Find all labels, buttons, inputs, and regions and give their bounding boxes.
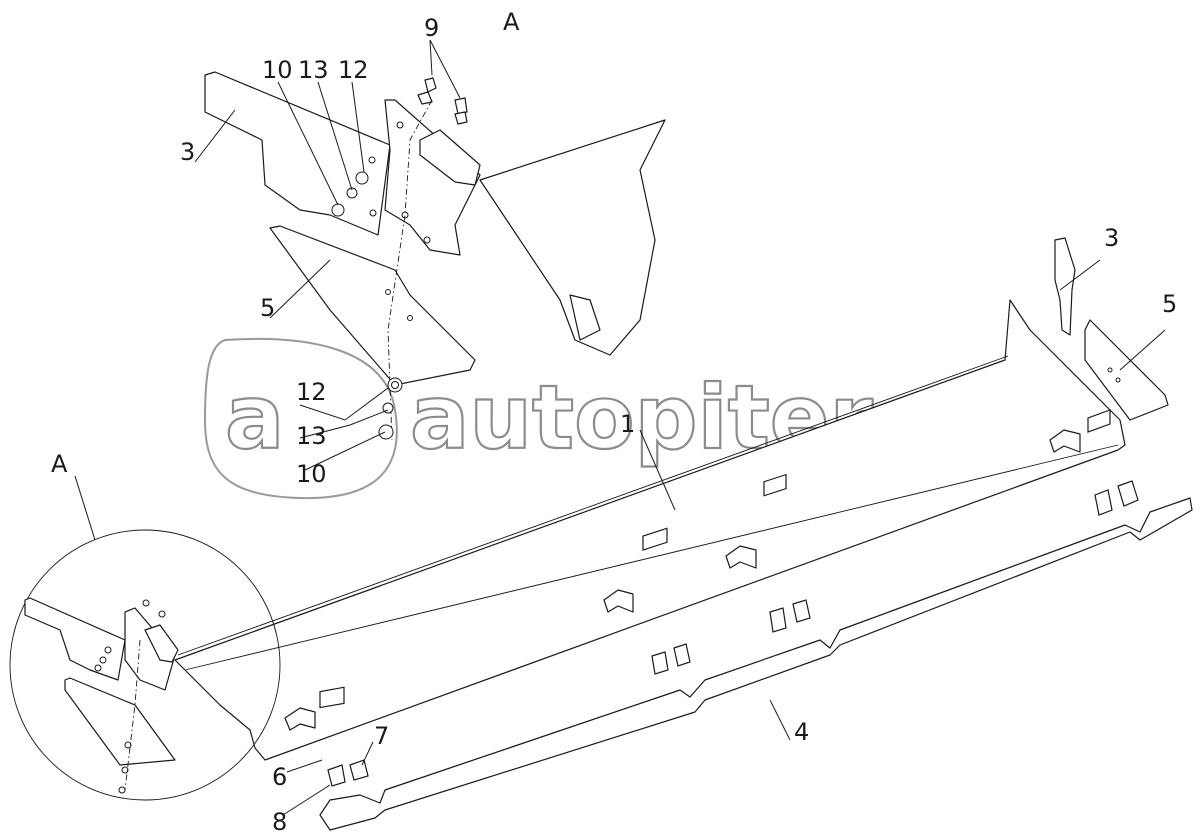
callout-3-top: 3 (180, 138, 195, 166)
part-4-lower-strip (319, 497, 1193, 831)
detail-a-circle (9, 529, 281, 801)
callout-4: 4 (794, 718, 809, 746)
part-1-long-panel (174, 299, 1126, 761)
callout-1: 1 (620, 410, 635, 438)
watermark-logo-letter: a (225, 366, 284, 469)
callout-13-top: 13 (298, 56, 329, 84)
callout-8: 8 (272, 808, 287, 836)
callout-12-top: 12 (338, 56, 369, 84)
view-a-label: A (503, 8, 520, 36)
parts-6-7-8-blocks (319, 409, 1139, 787)
callout-3-right: 3 (1104, 224, 1119, 252)
callout-10-top: 10 (262, 56, 293, 84)
detail-a-label: A (51, 450, 68, 478)
callout-9: 9 (424, 14, 439, 42)
callout-7: 7 (374, 722, 389, 750)
callout-12-mid: 12 (296, 378, 327, 406)
view-a-exploded (204, 71, 666, 441)
callout-10-mid: 10 (296, 460, 327, 488)
callout-5-right: 5 (1162, 290, 1177, 318)
callout-5-top: 5 (260, 294, 275, 322)
leader-lines (74, 39, 1166, 816)
watermark-logo-outline (203, 337, 398, 500)
callout-6: 6 (272, 763, 287, 791)
callout-13-mid: 13 (296, 422, 327, 450)
labels: A A 10 13 12 9 3 5 12 13 10 1 3 5 4 6 7 … (51, 8, 1177, 836)
